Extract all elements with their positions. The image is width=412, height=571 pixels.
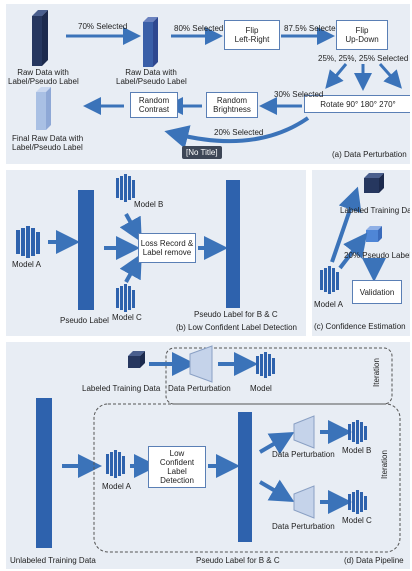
model-b-icon-d [348,420,367,444]
pseudo-bc-label-d: Pseudo Label for B & C [196,556,280,565]
loss-record-box: Loss Record & Label remove [138,233,196,263]
pseudo-label-bar [78,190,94,310]
pseudo-bc-bar-d [238,412,252,542]
perturb-b-shape [293,415,315,449]
model-c-label: Model C [112,313,142,322]
p30-label: 30% Selected [274,90,324,99]
model-a-icon [16,226,40,258]
p875-label: 87.5% Selected [284,24,341,33]
perturb-top-label: Data Perturbation [168,384,231,393]
panel-c-confidence-estimation: Labeled Training Data 20% Pseudo Label V… [312,170,410,336]
panel-b-low-confident-label: Model A Model B Model C Pseudo Label Los… [6,170,306,336]
final-data-cube [36,87,51,130]
model-top-icon [256,352,275,378]
pseudo20-cube [366,226,382,242]
low-confident-box: Low Confident Label Detection [148,446,206,488]
pseudo-label-bc-text: Pseudo Label for B & C [194,310,278,319]
flip-up-down-box: Flip Up-Down [336,20,388,50]
random-brightness-box: Random Brightness [206,92,258,118]
p20-label: 20% Selected [214,128,264,137]
model-a-label-c: Model A [314,300,343,309]
panel-a-data-perturbation: Raw Data with Label/Pseudo Label 70% Sel… [6,4,410,164]
model-b-label-d: Model B [342,446,372,455]
panel-a-graphics [32,10,402,149]
raw-data-cube [32,10,48,66]
validation-box: Validation [352,280,402,304]
model-a-icon-d [106,450,125,478]
perturb-top-shape [189,345,213,383]
raw-data-label: Raw Data with Label/Pseudo Label [8,68,79,86]
model-b-icon [116,174,135,202]
unlabeled-label: Unlabeled Training Data [10,556,96,565]
final-data-label: Final Raw Data with Label/Pseudo Label [12,134,84,152]
model-a-icon-c [320,266,339,294]
panel-b-caption: (b) Low Confident Label Detection [176,323,297,332]
perturb-c-shape [293,485,315,519]
labeled-data-cube-d [128,351,145,368]
labeled-training-label-d: Labeled Training Data [82,384,161,393]
panel-d-graphics [36,345,401,553]
panel-c-graphics [320,173,386,294]
panel-c-caption: (c) Confidence Estimation [314,322,406,331]
perturb-b-label: Data Perturbation [272,450,335,459]
raw-data-label-2: Raw Data with Label/Pseudo Label [116,68,187,86]
model-top-label: Model [250,384,272,393]
labeled-data-cube [364,173,384,193]
pseudo-label-bc-bar [226,180,240,308]
model-c-icon [116,284,135,312]
no-title-tooltip: [No Title] [182,146,222,159]
p80-label: 80% Selected [174,24,224,33]
model-a-label-d: Model A [102,482,131,491]
panel-b-graphics [16,174,240,312]
raw-data-cube-selected [143,17,158,67]
model-b-label: Model B [134,200,164,209]
model-c-icon-d [348,490,367,514]
random-contrast-box: Random Contrast [130,92,178,118]
perturb-c-label: Data Perturbation [272,522,335,531]
iteration-top-label: Iteration [371,358,381,387]
pseudo-label-text: Pseudo Label [60,316,109,325]
labeled-training-label: Labeled Training Data [340,206,410,215]
panel-a-caption: (a) Data Perturbation [332,150,407,159]
main-iteration-box [93,403,401,553]
model-a-label: Model A [12,260,41,269]
unlabeled-bar [36,398,52,548]
model-c-label-d: Model C [342,516,372,525]
top-iteration-box [165,347,393,405]
panel-d-caption: (d) Data Pipeline [344,556,404,565]
p70-label: 70% Selected [78,22,128,31]
panel-d-data-pipeline: Labeled Training Data Data Perturbation … [6,342,410,569]
p25-label: 25%, 25%, 25% Selected [318,54,409,63]
iteration-main-label: Iteration [379,450,389,479]
rotate-box: Rotate 90° 180° 270° [304,95,410,113]
flip-left-right-box: Flip Left-Right [224,20,280,50]
pseudo20-label: 20% Pseudo Label [344,251,410,260]
